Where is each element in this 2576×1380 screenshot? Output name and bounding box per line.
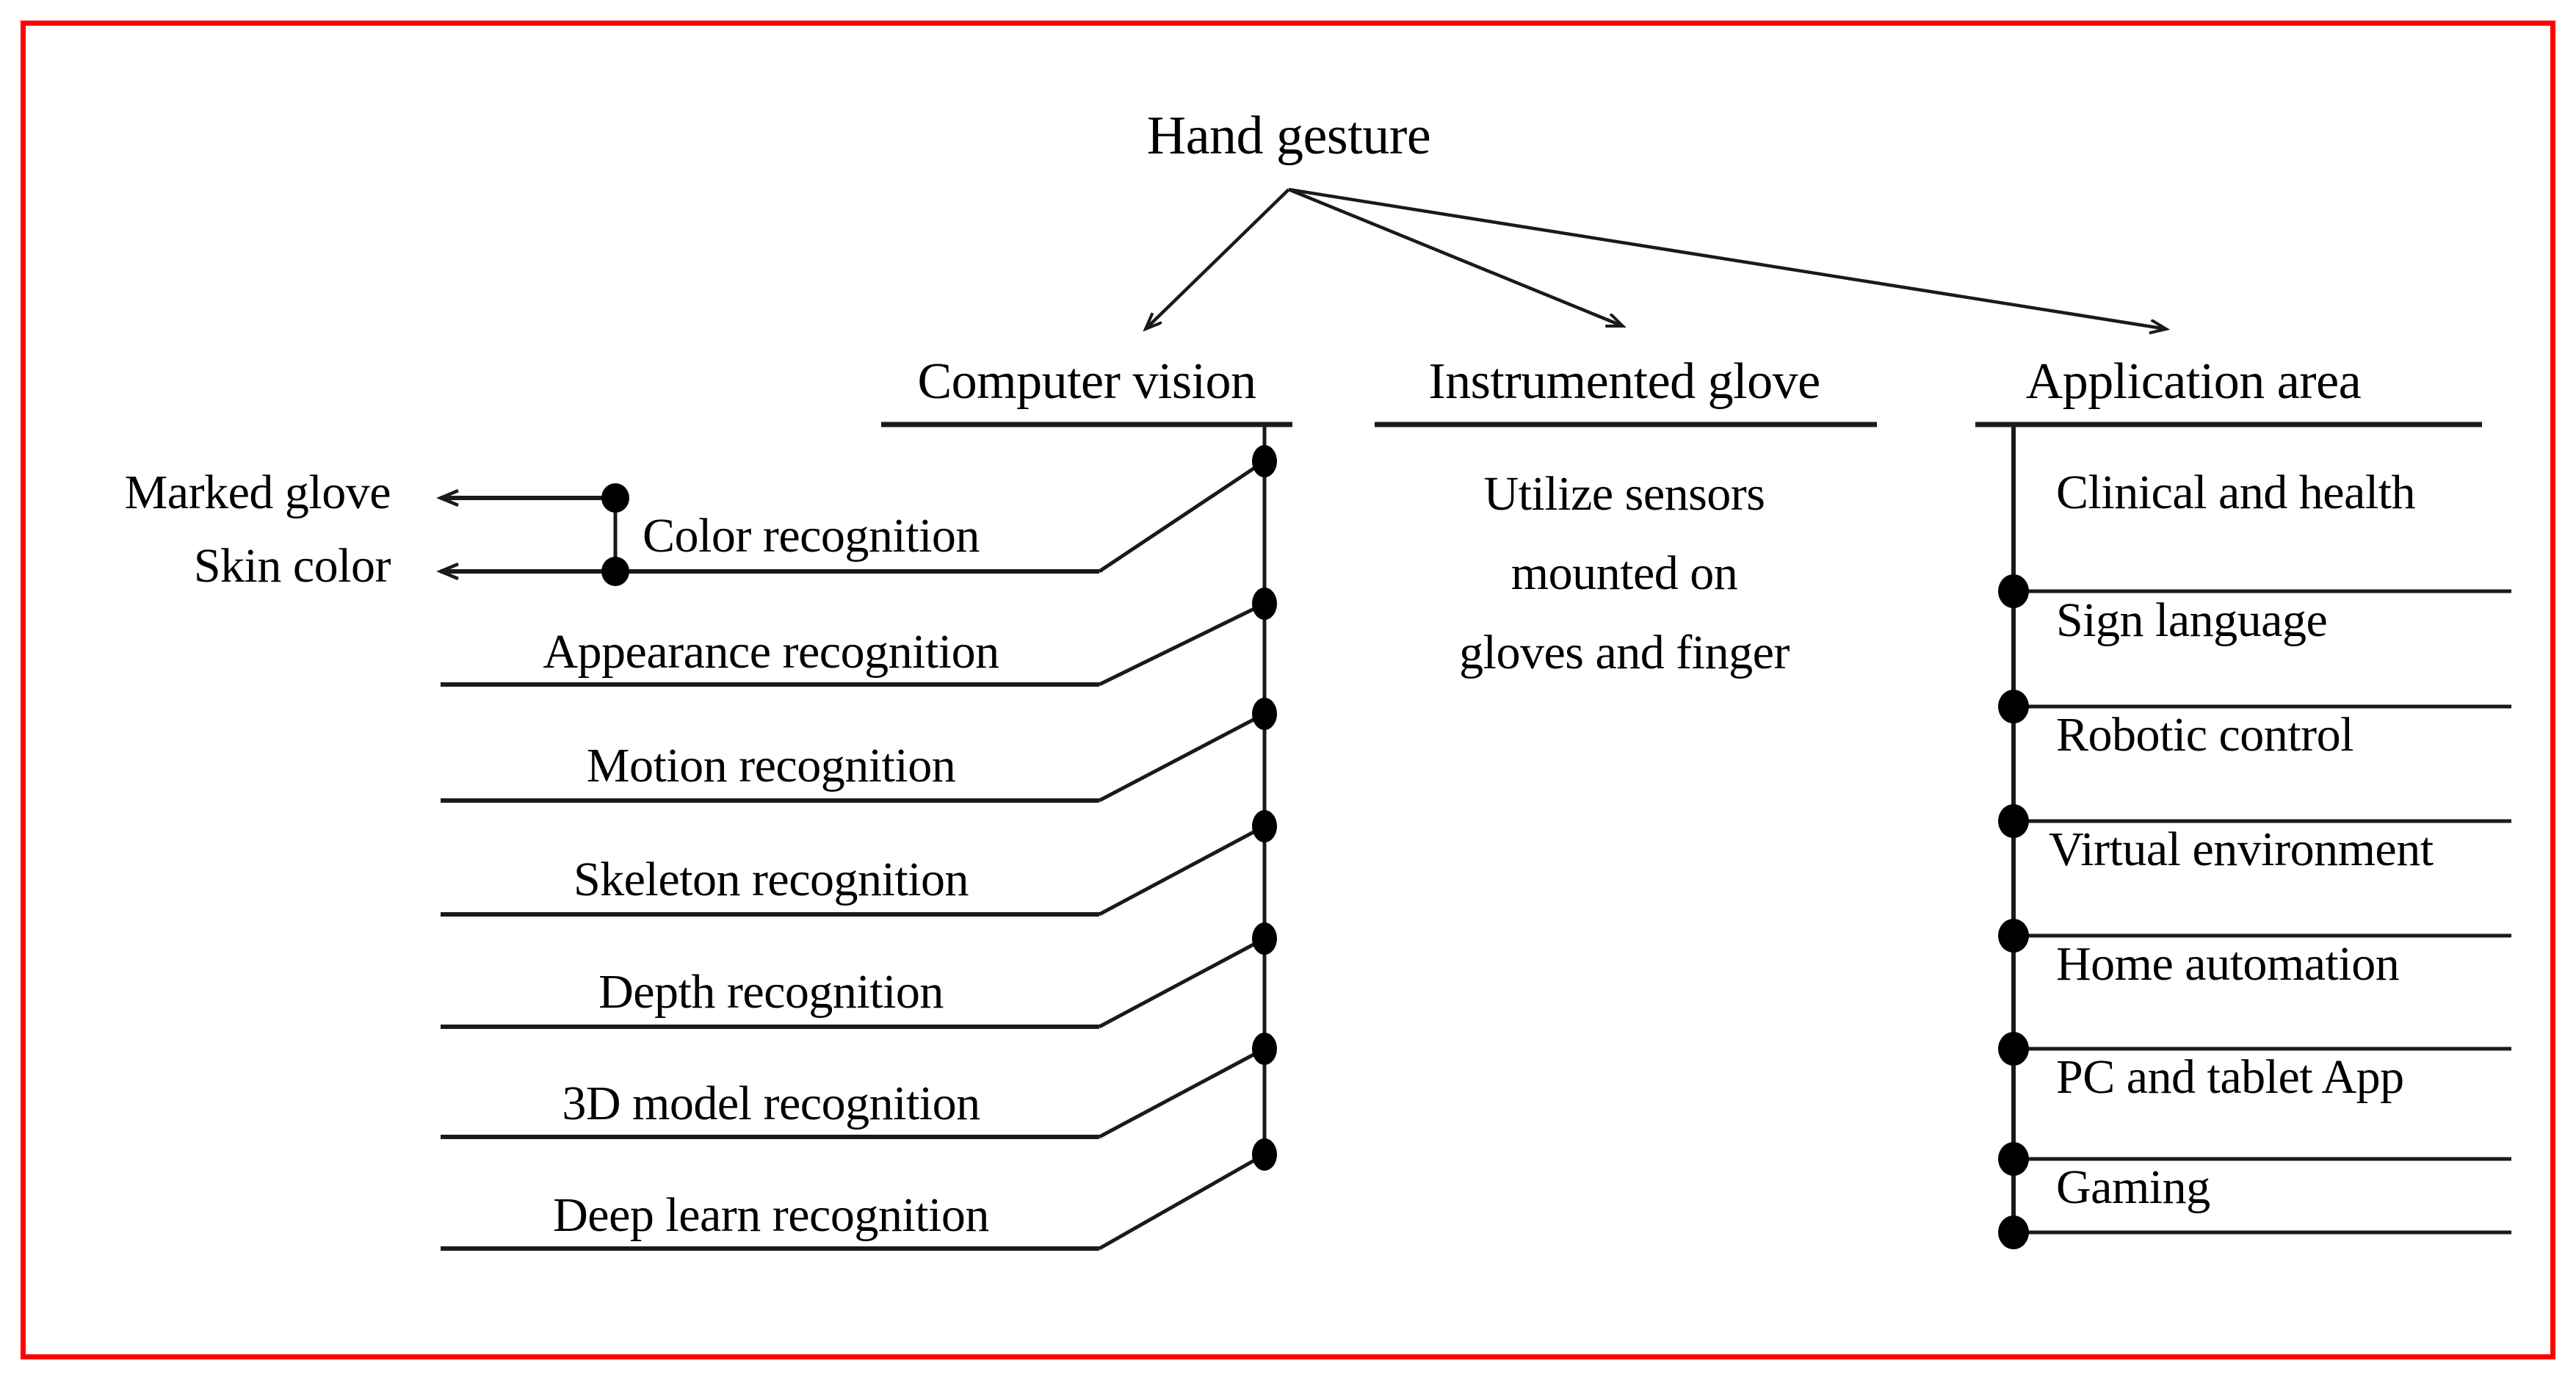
aa-item-pc-and-tablet-app: PC and tablet App [2056, 1050, 2404, 1104]
aa-item-clinical-and-health: Clinical and health [2056, 466, 2416, 519]
cv-item-appearance-recognition: Appearance recognition [543, 625, 999, 679]
ig-body-line-1: Utilize sensors [1483, 467, 1765, 521]
side-label-skin-color: Skin color [193, 539, 391, 593]
cv-item-3d-model-recognition: 3D model recognition [562, 1077, 980, 1130]
aa-item-robotic-control: Robotic control [2056, 708, 2354, 762]
red-border-frame [21, 21, 2555, 1359]
branch-label-instrumented-glove: Instrumented glove [1428, 353, 1820, 410]
cv-item-color-recognition: Color recognition [643, 509, 980, 563]
branch-label-computer-vision: Computer vision [917, 353, 1256, 410]
cv-item-deep-learn-recognition: Deep learn recognition [553, 1188, 989, 1242]
side-label-marked-glove: Marked glove [124, 466, 391, 519]
aa-item-gaming: Gaming [2056, 1160, 2210, 1214]
ig-body-line-3: gloves and finger [1459, 626, 1790, 679]
root-title: Hand gesture [1146, 106, 1431, 166]
aa-item-virtual-environment: Virtual environment [2049, 823, 2434, 876]
cv-item-motion-recognition: Motion recognition [586, 739, 956, 792]
cv-item-skeleton-recognition: Skeleton recognition [573, 853, 969, 906]
aa-item-sign-language: Sign language [2056, 593, 2328, 647]
branch-label-application-area: Application area [2025, 353, 2362, 410]
aa-item-home-automation: Home automation [2056, 937, 2400, 991]
ig-body-line-2: mounted on [1510, 546, 1738, 600]
cv-item-depth-recognition: Depth recognition [598, 965, 944, 1019]
